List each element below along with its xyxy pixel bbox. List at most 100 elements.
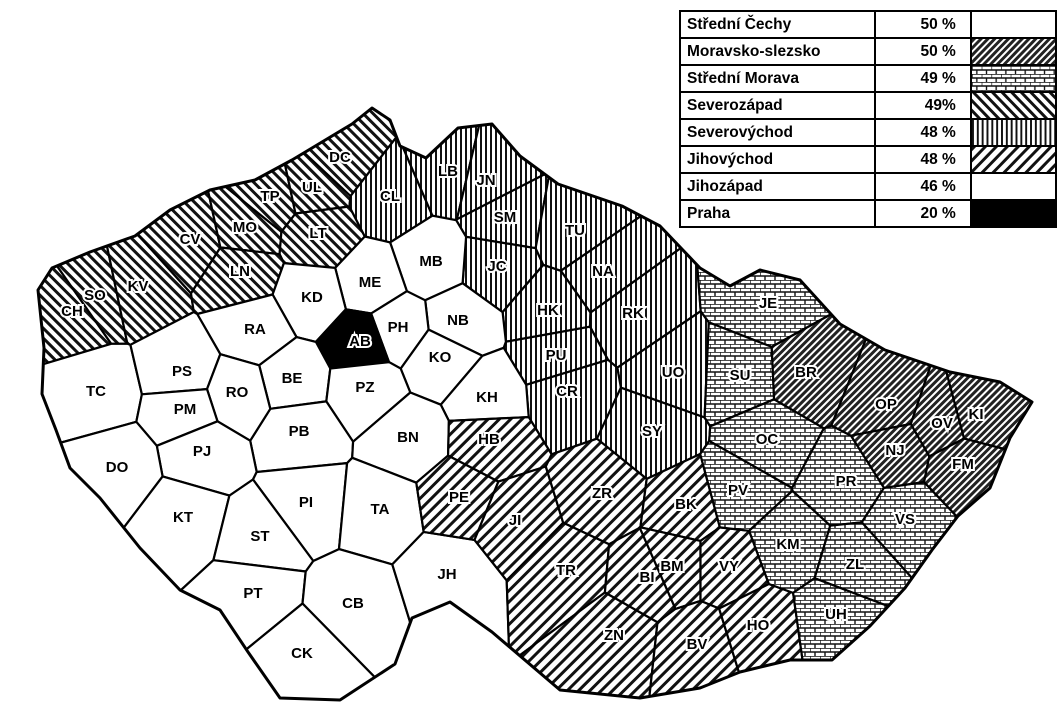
legend-region-percent: 20 % [874,199,972,228]
district-label-op: OP [875,396,897,413]
district-label-ra: RA [244,321,266,338]
district-label-bn: BN [397,429,419,446]
district-label-pu: PU [546,347,567,364]
district-label-be: BE [282,370,303,387]
legend-region-name: Střední Čechy [678,10,877,39]
district-label-ho: HO [747,617,770,634]
district-label-zr: ZR [592,485,612,502]
district-label-vs: VS [895,511,915,528]
district-label-pr: PR [836,473,857,490]
district-label-mb: MB [419,253,442,270]
district-label-ph: PH [388,319,409,336]
legend-region-name: Praha [678,199,877,228]
legend-region-percent: 50 % [874,37,972,66]
legend-pattern-swatch [969,91,1057,120]
district-label-lb: LB [438,163,458,180]
district-label-uh: UH [825,606,847,623]
district-label-vy: VY [719,558,739,575]
district-label-cr: CR [556,383,578,400]
legend-pattern-swatch [969,64,1057,93]
district-label-rk: RK [622,305,644,322]
district-label-ps: PS [172,363,192,380]
district-label-pm: PM [174,401,197,418]
district-label-pb: PB [289,423,310,440]
district-label-nj: NJ [885,442,904,459]
district-pe [415,454,500,542]
legend-region-name: Severozápad [678,91,877,120]
district-label-hb: HB [478,431,500,448]
district-label-pt: PT [243,585,262,602]
district-label-pj: PJ [193,443,211,460]
district-do [38,420,164,693]
district-label-uo: UO [662,364,685,381]
district-label-ro: RO [226,384,249,401]
district-label-su: SU [730,367,751,384]
legend-region-name: Jihozápad [678,172,877,201]
district-label-ko: KO [429,349,452,366]
district-label-ov: OV [931,415,953,432]
district-label-cl: CL [380,188,400,205]
district-label-na: NA [592,263,614,280]
district-label-jc: JC [487,258,506,275]
district-label-nb: NB [447,312,469,329]
district-label-hk: HK [537,302,559,319]
district-label-bk: BK [675,496,697,513]
district-label-sm: SM [494,209,517,226]
district-label-do: DO [106,459,129,476]
legend-region-name: Severovýchod [678,118,877,147]
legend-region-name: Jihovýchod [678,145,877,174]
legend-region-name: Střední Morava [678,64,877,93]
district-label-tr: TR [556,562,576,579]
district-label-so: SO [84,287,106,304]
district-label-ch: CH [61,303,83,320]
district-label-bv: BV [687,636,708,653]
district-label-jn: JN [476,172,495,189]
district-label-ck: CK [291,645,313,662]
district-label-pv: PV [728,482,748,499]
legend-pattern-swatch [969,118,1057,147]
district-label-ln: LN [230,263,250,280]
district-label-zl: ZL [846,556,864,573]
country-border [36,106,1034,702]
legend-region-percent: 48 % [874,145,972,174]
legend-region-percent: 50 % [874,10,972,39]
legend-region-percent: 48 % [874,118,972,147]
district-label-zn: ZN [604,627,624,644]
district-label-tc: TC [86,383,106,400]
legend-region-percent: 49% [874,91,972,120]
legend-pattern-swatch [969,199,1057,228]
district-label-kh: KH [476,389,498,406]
district-label-pz: PZ [355,379,374,396]
district-label-km: KM [776,536,799,553]
legend-pattern-swatch [969,172,1057,201]
district-label-me: ME [359,274,382,291]
district-label-pe: PE [449,489,469,506]
district-label-jh: JH [437,566,456,583]
legend-pattern-swatch [969,145,1057,174]
legend-pattern-swatch [969,10,1057,39]
district-label-ab: AB [349,333,371,350]
district-label-ul: UL [302,179,322,196]
district-label-fm: FM [952,456,974,473]
district-label-kd: KD [301,289,323,306]
district-label-bi: BI [640,569,655,586]
legend-region-name: Moravsko-slezsko [678,37,877,66]
district-label-kv: KV [128,278,149,295]
district-label-oc: OC [756,431,779,448]
legend-region-percent: 46 % [874,172,972,201]
district-label-tp: TP [260,188,279,205]
legend-region-percent: 49 % [874,64,972,93]
district-label-tu: TU [565,222,585,239]
district-label-mo: MO [233,219,257,236]
district-label-sy: SY [642,423,662,440]
